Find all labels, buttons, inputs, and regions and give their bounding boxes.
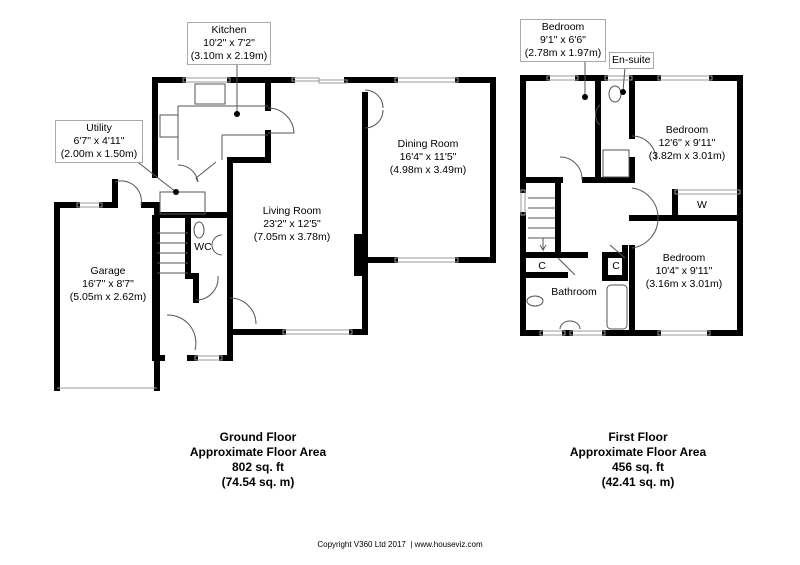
garage-metric: (5.05m x 2.62m) xyxy=(69,291,147,303)
cupboard-left-label: C xyxy=(538,260,546,272)
first-floor-title: First Floor xyxy=(608,430,668,444)
living-metric: (7.05m x 3.78m) xyxy=(253,231,331,243)
ground-floor-windows xyxy=(57,77,459,389)
first-floor-subtitle: Approximate Floor Area xyxy=(569,445,707,459)
utility-imperial: 6'7" x 4'11" xyxy=(73,135,125,147)
utility-marker xyxy=(173,189,179,195)
footer: Copyright V360 Ltd 2017 | www.houseviz.c… xyxy=(0,540,800,549)
bedroom-third-label: Bedroom 10'4" x 9'11" (3.16m x 3.01m) xyxy=(646,252,722,291)
bedroom-small-imperial: 9'1" x 6'6" xyxy=(540,34,586,46)
utility-label-box: Utility 6'7" x 4'11" (2.00m x 1.50m) xyxy=(55,120,143,163)
bedroom-small-marker xyxy=(582,94,588,100)
website-link[interactable]: www.houseviz.com xyxy=(414,540,483,549)
bathroom-label: Bathroom xyxy=(551,286,597,298)
first-floor-windows xyxy=(520,75,741,336)
garage-imperial: 16'7" x 8'7" xyxy=(82,278,134,290)
cupboard-right-label: C xyxy=(612,260,620,272)
dining-metric: (4.98m x 3.49m) xyxy=(389,164,467,176)
bedroom-third-imperial: 10'4" x 9'11" xyxy=(655,265,713,277)
garage-name: Garage xyxy=(90,265,126,277)
living-name: Living Room xyxy=(262,205,322,217)
ground-floor-sqm: (74.54 sq. m) xyxy=(221,475,295,489)
ensuite-label: En-suite xyxy=(609,52,654,69)
bedroom-main-label: Bedroom 12'6" x 9'11" (3.82m x 3.01m) xyxy=(649,124,725,163)
bedroom-main-metric: (3.82m x 3.01m) xyxy=(648,150,726,162)
ground-floor-walls xyxy=(54,77,496,391)
kitchen-metric: (3.10m x 2.19m) xyxy=(190,50,268,62)
bedroom-main-name: Bedroom xyxy=(665,124,709,136)
ground-floor-sqft: 802 sq. ft xyxy=(231,460,285,474)
bedroom-small-metric: (2.78m x 1.97m) xyxy=(524,47,602,59)
dining-name: Dining Room xyxy=(397,138,459,150)
ground-floor-title: Ground Floor xyxy=(219,430,297,444)
first-floor-sqft: 456 sq. ft xyxy=(611,460,665,474)
wc-label: WC xyxy=(194,241,212,253)
bedroom-small-label-box: Bedroom 9'1" x 6'6" (2.78m x 1.97m) xyxy=(520,19,606,62)
utility-metric: (2.00m x 1.50m) xyxy=(60,148,138,160)
first-floor-walls xyxy=(520,75,743,336)
copyright-text: Copyright V360 Ltd 2017 xyxy=(317,540,406,549)
ground-floor-fixtures xyxy=(114,83,384,351)
dining-room-label: Dining Room 16'4" x 11'5" (4.98m x 3.49m… xyxy=(390,138,466,177)
kitchen-imperial: 10'2" x 7'2" xyxy=(203,37,255,49)
ground-floor-subtitle: Approximate Floor Area xyxy=(189,445,327,459)
living-room-label: Living Room 23'2" x 12'5" (7.05m x 3.78m… xyxy=(254,205,330,244)
footer-separator: | xyxy=(410,540,413,549)
bedroom-small-name: Bedroom xyxy=(541,21,585,33)
first-floor-summary: First Floor Approximate Floor Area 456 s… xyxy=(570,430,706,490)
ensuite-marker xyxy=(620,89,626,95)
wardrobe-label: W xyxy=(697,199,707,211)
utility-name: Utility xyxy=(86,122,112,134)
garage-label: Garage 16'7" x 8'7" (5.05m x 2.62m) xyxy=(70,265,146,304)
kitchen-marker xyxy=(234,111,240,117)
living-imperial: 23'2" x 12'5" xyxy=(263,218,321,230)
first-floor-sqm: (42.41 sq. m) xyxy=(601,475,675,489)
kitchen-name: Kitchen xyxy=(211,24,247,36)
kitchen-label-box: Kitchen 10'2" x 7'2" (3.10m x 2.19m) xyxy=(187,22,271,65)
bedroom-third-name: Bedroom xyxy=(662,252,706,264)
ground-floor-summary: Ground Floor Approximate Floor Area 802 … xyxy=(190,430,326,490)
bedroom-main-imperial: 12'6" x 9'11" xyxy=(658,137,716,149)
bedroom-third-metric: (3.16m x 3.01m) xyxy=(645,278,723,290)
dining-imperial: 16'4" x 11'5" xyxy=(399,151,457,163)
